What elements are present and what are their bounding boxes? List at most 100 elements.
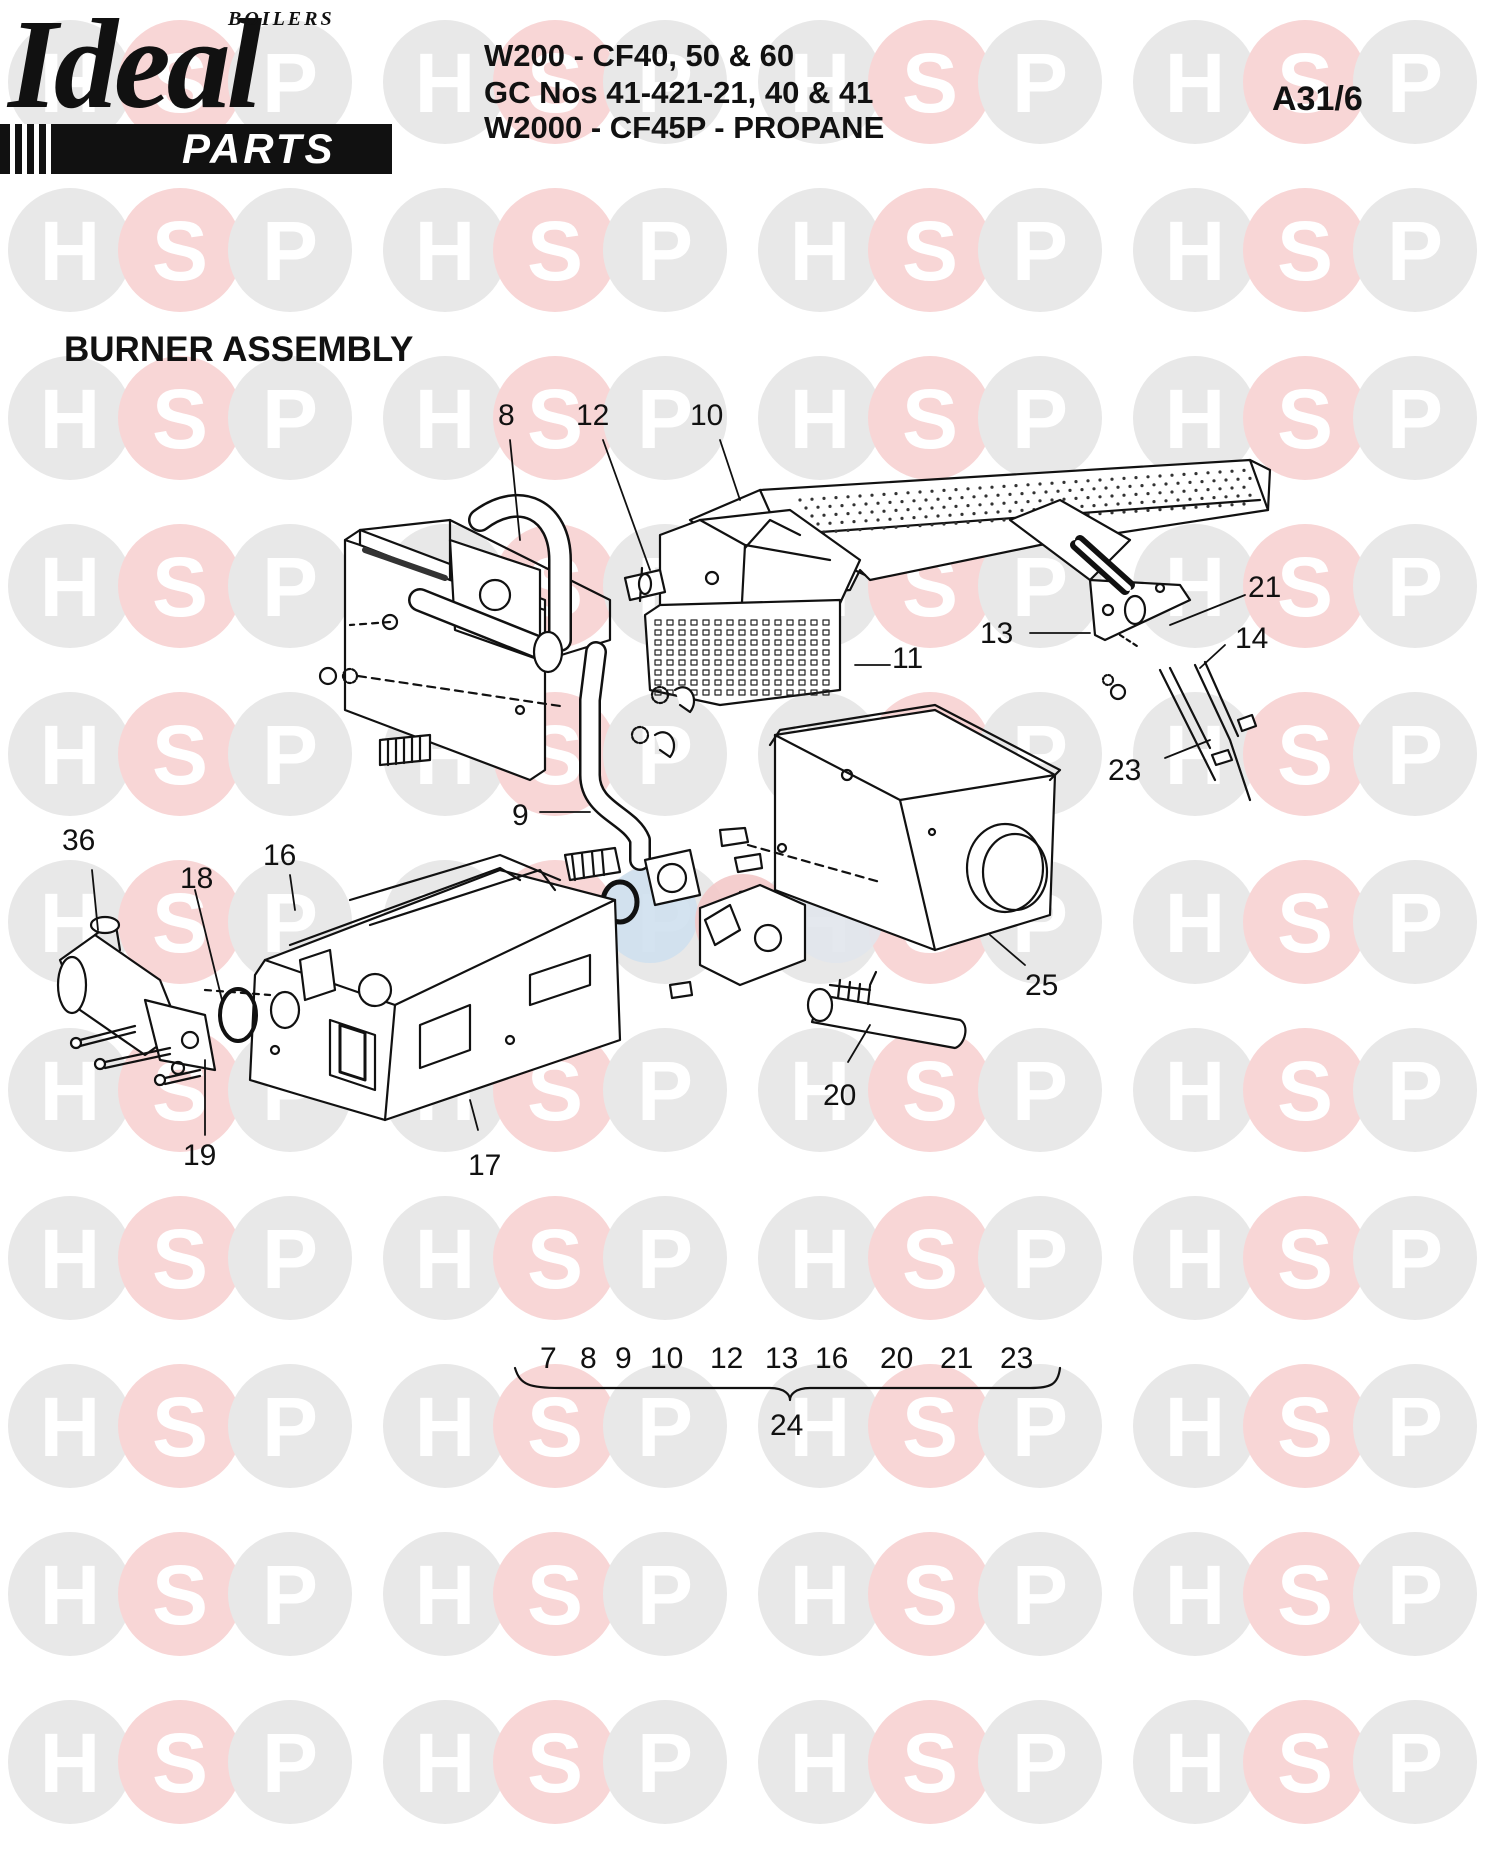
watermark-letter: S bbox=[1277, 708, 1333, 802]
watermark-letter: P bbox=[1012, 1380, 1068, 1474]
callout-8: 8 bbox=[498, 399, 515, 432]
watermark-circle bbox=[978, 188, 1102, 312]
watermark-letter: H bbox=[1165, 876, 1226, 970]
watermark-circle bbox=[603, 188, 727, 312]
watermark-letter: S bbox=[1277, 1212, 1333, 1306]
section-title: BURNER ASSEMBLY bbox=[64, 330, 414, 369]
watermark-letter: S bbox=[902, 36, 958, 130]
watermark-letter: S bbox=[152, 1380, 208, 1474]
watermark-circle bbox=[758, 20, 882, 144]
pilot-assembly bbox=[1008, 498, 1258, 802]
logo-bar bbox=[0, 124, 392, 174]
watermark-letter: P bbox=[637, 36, 693, 130]
watermark-circle bbox=[8, 1364, 132, 1488]
watermark-circle bbox=[8, 20, 132, 144]
watermark-circle bbox=[1243, 1700, 1367, 1824]
watermark-circle bbox=[1243, 1364, 1367, 1488]
watermark-circle bbox=[1243, 1028, 1367, 1152]
callout-21: 21 bbox=[1248, 571, 1281, 604]
watermark-letter: H bbox=[40, 1044, 101, 1138]
ideal-parts-logo: Ideal BOILERS PARTS bbox=[0, 0, 395, 178]
watermark-letter: S bbox=[1277, 372, 1333, 466]
kit-member-21: 21 bbox=[940, 1342, 973, 1375]
bracket-fixings bbox=[318, 620, 562, 767]
watermark-circle bbox=[978, 1028, 1102, 1152]
watermark-circle bbox=[493, 1196, 617, 1320]
watermark-circle bbox=[1353, 524, 1477, 648]
watermark-letter: P bbox=[1012, 1044, 1068, 1138]
watermark-circle bbox=[1353, 692, 1477, 816]
watermark-circle bbox=[868, 20, 992, 144]
watermark-letter: P bbox=[262, 1380, 318, 1474]
watermark-letter: H bbox=[1165, 1212, 1226, 1306]
watermark-letter: H bbox=[40, 540, 101, 634]
watermark-letter: H bbox=[40, 372, 101, 466]
ignitor bbox=[806, 970, 967, 1050]
watermark-letter: H bbox=[790, 204, 851, 298]
watermark-letter: P bbox=[262, 1716, 318, 1810]
watermark-circle bbox=[1133, 692, 1257, 816]
watermark-circle bbox=[383, 188, 507, 312]
watermark-letter: P bbox=[1012, 1212, 1068, 1306]
watermark-circle bbox=[603, 1028, 727, 1152]
watermark-circle bbox=[493, 1532, 617, 1656]
watermark-letter: P bbox=[637, 372, 693, 466]
watermark-circle bbox=[868, 1196, 992, 1320]
watermark-letter: S bbox=[902, 1212, 958, 1306]
watermark-letter: P bbox=[1387, 876, 1443, 970]
watermark-circle bbox=[118, 692, 242, 816]
watermark-letter: H bbox=[790, 36, 851, 130]
watermark-circle bbox=[383, 1364, 507, 1488]
watermark-letter: P bbox=[637, 1212, 693, 1306]
kit-member-20: 20 bbox=[880, 1342, 913, 1375]
watermark-letter: S bbox=[152, 708, 208, 802]
watermark-circle bbox=[978, 1364, 1102, 1488]
watermark-circle bbox=[383, 20, 507, 144]
watermark-letter: H bbox=[415, 372, 476, 466]
watermark-letter: P bbox=[262, 1212, 318, 1306]
watermark-circle bbox=[1353, 356, 1477, 480]
control-box bbox=[768, 703, 1062, 952]
watermark-letter: P bbox=[1387, 36, 1443, 130]
watermark-letter: H bbox=[415, 1380, 476, 1474]
watermark-circle bbox=[383, 1196, 507, 1320]
watermark-circle bbox=[8, 692, 132, 816]
watermark-circle bbox=[1353, 1364, 1477, 1488]
watermark-circle bbox=[1133, 1196, 1257, 1320]
watermark-circle bbox=[758, 1028, 882, 1152]
watermark-circle bbox=[868, 188, 992, 312]
watermark-circle bbox=[758, 1532, 882, 1656]
callout-20: 20 bbox=[823, 1079, 856, 1112]
watermark-letter: P bbox=[1387, 1380, 1443, 1474]
watermark-circle bbox=[603, 1700, 727, 1824]
watermark-circle bbox=[1133, 188, 1257, 312]
watermark-circle bbox=[118, 1196, 242, 1320]
watermark-circle bbox=[118, 188, 242, 312]
watermark-letter: H bbox=[790, 1716, 851, 1810]
watermark-circle bbox=[1133, 1532, 1257, 1656]
watermark-letter: P bbox=[1387, 1212, 1443, 1306]
watermark-letter: S bbox=[902, 1044, 958, 1138]
kit-member-23: 23 bbox=[1000, 1342, 1033, 1375]
watermark-circle bbox=[978, 20, 1102, 144]
watermark-letter: S bbox=[527, 372, 583, 466]
watermark-letter: P bbox=[1387, 1044, 1443, 1138]
watermark-letter: H bbox=[1165, 204, 1226, 298]
watermark-letter: S bbox=[1277, 540, 1333, 634]
watermark-circle bbox=[118, 1532, 242, 1656]
watermark-letter: H bbox=[790, 1212, 851, 1306]
watermark-letter: H bbox=[415, 1716, 476, 1810]
watermark-circle bbox=[493, 1700, 617, 1824]
gas-inlet-flange bbox=[600, 826, 882, 1000]
watermark-circle bbox=[8, 524, 132, 648]
watermark-circle bbox=[868, 1364, 992, 1488]
watermark-letter: H bbox=[1165, 1548, 1226, 1642]
kit-member-12: 12 bbox=[710, 1342, 743, 1375]
watermark-circle bbox=[1133, 20, 1257, 144]
watermark-circle bbox=[758, 1700, 882, 1824]
watermark-letter: P bbox=[1387, 1548, 1443, 1642]
air-filter-box bbox=[643, 598, 842, 707]
watermark-circle bbox=[8, 1532, 132, 1656]
